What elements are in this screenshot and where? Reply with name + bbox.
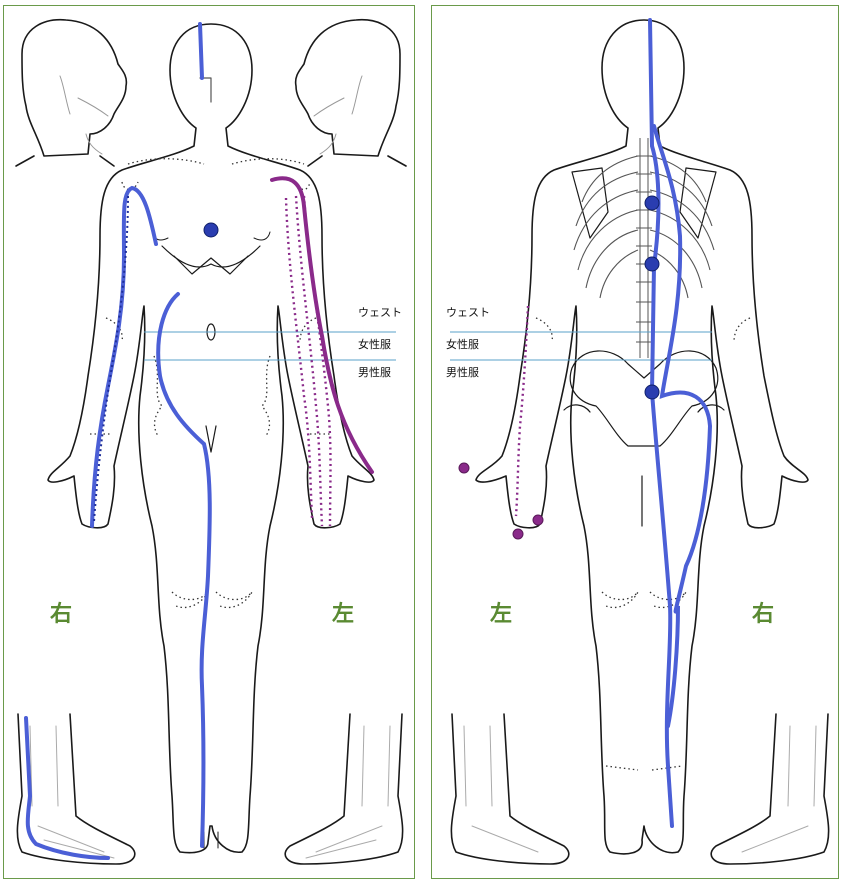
- front-view-panel: 右 左 ウェスト 女性服 男性服: [3, 5, 415, 879]
- left-profile-head: [294, 18, 407, 167]
- mens-clothing-label-front: 男性服: [358, 366, 391, 379]
- lumbar-pain-point: [644, 256, 660, 272]
- back-pain-points: [644, 195, 660, 400]
- right-arm-numbness-dots: [93, 195, 129, 523]
- front-body-diagram: [15, 18, 407, 865]
- back-view-panel: 左 右 ウェスト 女性服 男性服: [431, 5, 839, 879]
- spine: [636, 138, 652, 358]
- womens-clothing-label-front: 女性服: [358, 338, 391, 351]
- right-foot-back: [710, 713, 830, 865]
- back-body-outline: [475, 19, 809, 855]
- right-leg-back-pain-line: [652, 124, 713, 728]
- right-leg-pain-line: [156, 292, 212, 848]
- pelvis-bones: [563, 350, 725, 447]
- sacral-pain-point: [644, 384, 660, 400]
- right-profile-head: [15, 18, 128, 167]
- back-body-diagram: [450, 18, 830, 865]
- front-right-side-label: 右: [50, 602, 73, 627]
- back-left-side-label: 左: [490, 602, 513, 627]
- rib-cage: [573, 155, 715, 299]
- left-foot-front: [284, 713, 404, 865]
- waist-label-front: ウェスト: [358, 306, 402, 319]
- spine-pain-line: [648, 18, 674, 828]
- left-arm-tingling-line: [270, 176, 374, 474]
- back-right-side-label: 右: [752, 602, 775, 627]
- right-foot-pain-line: [24, 716, 110, 860]
- mens-clothing-label-back: 男性服: [446, 366, 479, 379]
- right-arm-pain-line: [90, 185, 158, 528]
- left-foot-back: [450, 713, 570, 865]
- left-arm-tingling-dots: [284, 195, 332, 527]
- front-body-outline: [47, 23, 375, 854]
- right-foot-front: [16, 713, 136, 865]
- front-left-side-label: 左: [332, 602, 355, 627]
- clothing-level-lines: [144, 331, 396, 361]
- left-arm-back-tingling-dots: [514, 305, 530, 517]
- chest-pain-point: [203, 222, 219, 238]
- fingertip-tingling-points: [458, 462, 544, 540]
- waist-label-back: ウェスト: [446, 306, 490, 319]
- face-pain-line: [198, 22, 204, 80]
- womens-clothing-label-back: 女性服: [446, 338, 479, 351]
- thoracic-pain-point: [644, 195, 660, 211]
